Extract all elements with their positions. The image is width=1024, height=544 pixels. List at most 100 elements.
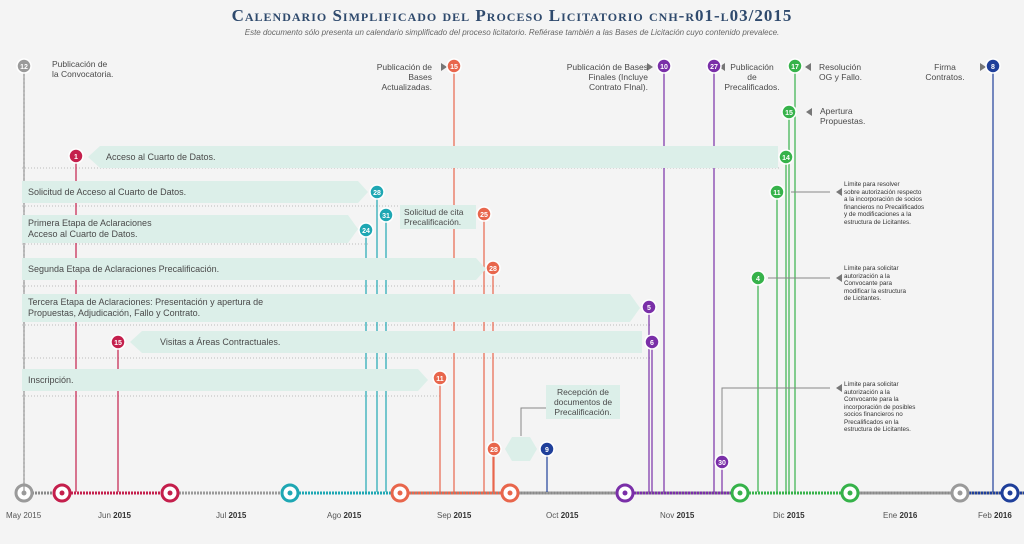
month-label: Jul 2015 — [216, 511, 247, 520]
pin-dic-11-head — [769, 184, 785, 200]
month-label: Feb 2016 — [978, 511, 1012, 520]
pin-ago-28-head — [369, 184, 385, 200]
pin-nov-6-number: 6 — [650, 340, 654, 347]
pin-may-12-number: 12 — [20, 64, 28, 71]
pin-dic-17-head — [787, 58, 803, 74]
pin-sep-15-head — [446, 58, 462, 74]
pin-ago-28-number: 28 — [373, 190, 381, 197]
month-node-dot — [507, 490, 513, 496]
month-node-dot — [167, 490, 173, 496]
month-label: Dic 2015 — [773, 511, 805, 520]
page-title: Calendario Simplificado del Proceso Lici… — [231, 6, 793, 25]
bar-solicitud-acceso: Solicitud de Acceso al Cuarto de Datos. — [22, 181, 368, 203]
month-node-dot — [622, 490, 628, 496]
page-subtitle: Este documento sólo presenta un calendar… — [244, 28, 780, 37]
pin-nov-5-number: 5 — [647, 305, 651, 312]
month-node-dot — [397, 490, 403, 496]
label-precalificados: Publicación de Precalificados. — [724, 62, 780, 92]
month-node-dot — [1007, 490, 1013, 496]
pin-dic-17-number: 17 — [791, 64, 799, 71]
pin-nov-30-head — [714, 454, 730, 470]
pin-oct-9-number: 9 — [545, 447, 549, 454]
pin-sep-25-head — [476, 206, 492, 222]
box-solicitud-cita: Solicitud de cita Precalificación. — [400, 205, 476, 229]
pointer-arrow-icon — [836, 274, 842, 282]
pin-nov-10-head — [656, 58, 672, 74]
pointer-arrow-icon — [980, 63, 986, 71]
label-firma: Firma Contratos. — [925, 62, 965, 82]
pin-dic-4-number: 4 — [756, 276, 760, 283]
bar-acceso-cuarto: Acceso al Cuarto de Datos. — [88, 146, 778, 168]
box-connector — [520, 407, 546, 436]
bar-visitas: Visitas a Áreas Contractuales. — [130, 331, 642, 353]
pin-nov-30-number: 30 — [718, 460, 726, 467]
hexagon-shape — [505, 437, 537, 461]
pointer-arrow-icon — [647, 63, 653, 71]
label-bases-actualizadas: Publicación de Bases Actualizadas. — [376, 62, 432, 92]
note-limite-socios: Límite para solicitar autorización a la … — [844, 381, 916, 433]
pin-dic-11-number: 11 — [773, 190, 781, 197]
month-node-dot — [287, 490, 293, 496]
pin-nov-27-head — [706, 58, 722, 74]
label-convocatoria: Publicación de la Convocatoria. — [52, 59, 114, 79]
month-node-dot — [957, 490, 963, 496]
bar-segunda-etapa: Segunda Etapa de Aclaraciones Precalific… — [22, 258, 486, 280]
pin-feb-8-number: 8 — [991, 64, 995, 71]
pin-nov-10-number: 10 — [660, 64, 668, 71]
pin-ago-31-number: 31 — [382, 213, 390, 220]
pin-sep-28-head — [485, 260, 501, 276]
month-label: Oct 2015 — [546, 511, 579, 520]
month-node-dot — [59, 490, 65, 496]
month-label: May 2015 — [6, 511, 42, 520]
pin-dic-14-head — [778, 149, 794, 165]
pin-jun-15-number: 15 — [114, 340, 122, 347]
bar-primera-etapa: Primera Etapa de Aclaraciones Acceso al … — [22, 215, 358, 243]
pin-nov-27-number: 27 — [710, 64, 718, 71]
pin-dic-4-head — [750, 270, 766, 286]
pointer-arrow-icon — [719, 63, 725, 71]
month-label: Ago 2015 — [327, 511, 362, 520]
pin-jun-1-head — [68, 148, 84, 164]
month-node-dot — [847, 490, 853, 496]
pin-nov-5-head — [641, 299, 657, 315]
pin-ago-24-head — [358, 222, 374, 238]
label-bases-finales: Publicación de Bases Finales (Incluye Co… — [566, 62, 648, 92]
pointer-arrow-icon — [806, 108, 812, 116]
label-resolucion: Resolución OG y Fallo. — [819, 62, 862, 82]
pin-dic-14-number: 14 — [782, 155, 790, 162]
month-node-dot — [21, 490, 27, 496]
pointer-arrow-icon — [836, 384, 842, 392]
bar-tercera-etapa: Tercera Etapa de Aclaraciones: Presentac… — [22, 294, 640, 322]
pin-dic-15-head — [781, 104, 797, 120]
month-label: Nov 2015 — [660, 511, 695, 520]
month-label: Jun 2015 — [98, 511, 131, 520]
pin-sep-28-number: 28 — [489, 266, 497, 273]
pin-sep-28b-number: 28 — [490, 447, 498, 454]
bar-inscripcion: Inscripción. — [22, 369, 428, 391]
month-label: Sep 2015 — [437, 511, 472, 520]
label-apertura: Apertura Propuestas. — [820, 106, 866, 126]
pin-may-12-head — [16, 58, 32, 74]
pointer-arrow-icon — [836, 188, 842, 196]
pin-jun-15-head — [110, 334, 126, 350]
pin-dic-15-number: 15 — [785, 110, 793, 117]
pin-oct-9-head — [539, 441, 555, 457]
box-recepcion: Recepción de documentos de Precalificaci… — [546, 385, 620, 419]
pin-ago-31-head — [378, 207, 394, 223]
month-label: Ene 2016 — [883, 511, 918, 520]
note-limite-estructura: Límite para solicitar autorización a la … — [844, 265, 906, 302]
pointer-arrow-icon — [805, 63, 811, 71]
pin-feb-8-head — [985, 58, 1001, 74]
pin-jun-1-number: 1 — [74, 154, 78, 161]
pin-ago-24-number: 24 — [362, 228, 370, 235]
pin-sep-25-number: 25 — [480, 212, 488, 219]
pin-sep-11-head — [432, 370, 448, 386]
pin-sep-15-number: 15 — [450, 64, 458, 71]
note-connector — [721, 387, 830, 462]
month-node-dot — [737, 490, 743, 496]
pin-sep-28b-head — [486, 441, 502, 457]
pin-nov-6-head — [644, 334, 660, 350]
pointer-arrow-icon — [441, 63, 447, 71]
